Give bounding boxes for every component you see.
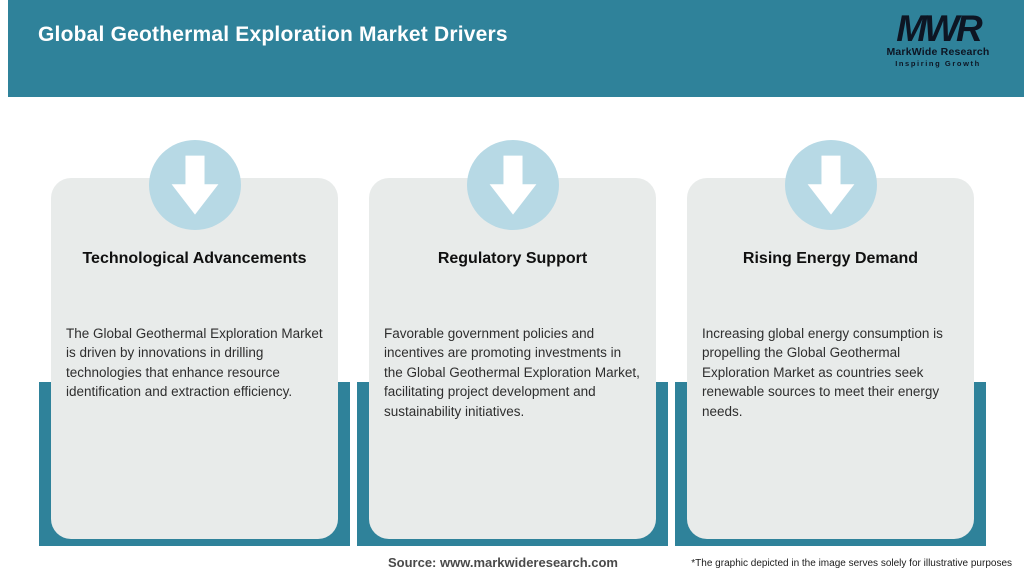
down-arrow-icon: [785, 140, 877, 230]
markwide-logo: MWR MarkWide Research Inspiring Growth: [878, 10, 998, 68]
down-arrow-icon: [467, 140, 559, 230]
disclaimer-text: *The graphic depicted in the image serve…: [691, 558, 1012, 569]
driver-card-regulatory-support: Regulatory Support Favorable government …: [357, 140, 668, 546]
logo-name: MarkWide Research: [886, 46, 990, 58]
logo-tagline: Inspiring Growth: [895, 59, 981, 68]
card-body: [687, 178, 974, 539]
driver-card-rising-energy-demand: Rising Energy Demand Increasing global e…: [675, 140, 986, 546]
header-bar: Global Geothermal Exploration Market Dri…: [8, 0, 1024, 97]
driver-heading: Technological Advancements: [82, 250, 307, 267]
down-arrow-icon: [149, 140, 241, 230]
driver-description: Increasing global energy consumption is …: [702, 326, 943, 419]
driver-heading: Rising Energy Demand: [742, 250, 919, 267]
driver-heading: Regulatory Support: [437, 250, 588, 267]
card-body: [369, 178, 656, 539]
logo-monogram: MWR: [896, 8, 982, 49]
page-title: Global Geothermal Exploration Market Dri…: [38, 23, 508, 46]
source-text: Source: www.markwideresearch.com: [387, 555, 618, 570]
card-body: [51, 178, 338, 539]
driver-description: The Global Geothermal Exploration Market…: [66, 326, 323, 400]
driver-card-technological-advancements: Technological Advancements The Global Ge…: [39, 140, 350, 546]
driver-description: Favorable government policies and incent…: [384, 326, 640, 419]
